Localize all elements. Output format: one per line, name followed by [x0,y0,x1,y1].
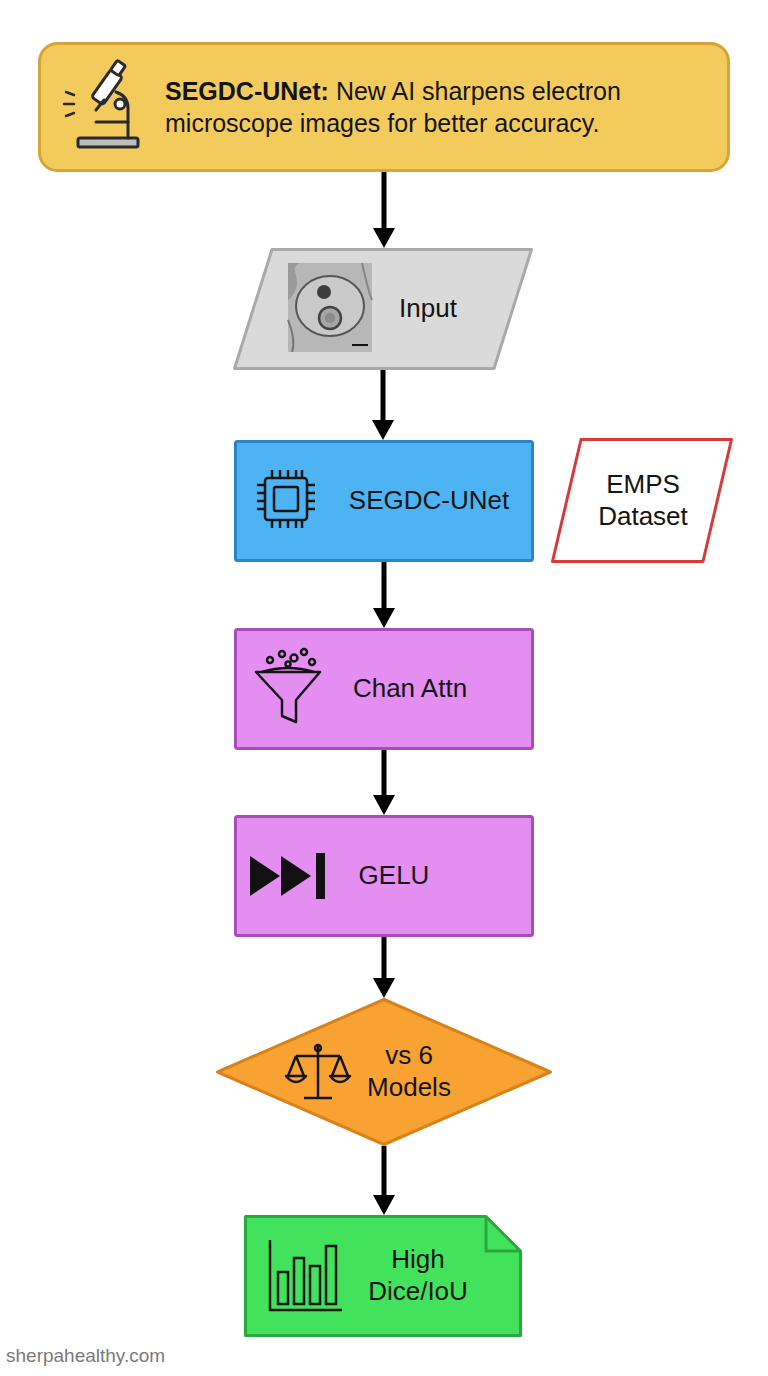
node-text-area: High Dice/IoU [354,1215,482,1337]
node-label: SEGDC-UNet: [165,77,329,105]
node-outline-path [236,630,533,749]
arrow-shaft [381,370,386,424]
node-label: vs 6 Models [367,1040,451,1102]
node-text-wrap: Input [399,293,457,325]
node-outline [233,248,533,370]
node-text-area: EMPS Dataset [573,438,713,563]
node-outline-path [553,440,732,562]
flow-arrow [373,750,395,815]
arrow-head [373,1195,395,1215]
node-label: Chan Attn [353,673,467,703]
node-text-area: Chan Attn [334,628,486,750]
node-outline-path [236,817,533,936]
arrow-shaft [382,172,387,232]
node-text-wrap: EMPS Dataset [573,469,713,532]
node-outline-path [235,250,532,369]
node-text-area: SEGDC-UNet [334,440,524,562]
node-outline-path [246,1217,521,1336]
dataset-parallelogram: EMPS Dataset [551,438,733,563]
result-document: High Dice/IoU [244,1215,522,1337]
arrow-head [373,978,395,998]
node-text-area: vs 6 Models [353,998,465,1146]
node-outline-path [218,1000,551,1145]
flow-arrow [373,937,395,998]
flow-arrow [373,562,395,628]
node-label: High Dice/IoU [368,1244,468,1306]
node-text-wrap: Chan Attn [353,673,467,705]
node-text-wrap: GELU [359,860,430,892]
node-text-wrap: SEGDC-UNet:New AI sharpens electron micr… [165,75,725,140]
node-text-area: GELU [340,815,448,937]
node-label: SEGDC-UNet [349,485,509,515]
arrow-shaft [382,750,387,799]
flow-arrow [373,172,395,248]
node-label: GELU [359,860,430,890]
node-text-wrap: vs 6 Models [353,1040,465,1103]
title-box: SEGDC-UNet:New AI sharpens electron micr… [38,42,730,172]
node-outline [38,42,730,172]
arrow-shaft [382,562,387,612]
arrow-head [373,228,395,248]
flow-arrow [373,1146,395,1215]
input-parallelogram: Input [233,248,533,370]
arrow-head [373,795,395,815]
arrow-head [372,420,394,440]
node-outline-path [40,44,729,171]
folded-corner [486,1217,521,1252]
arrow-shaft [382,937,387,982]
node-text-area: Input [378,248,478,370]
node-text-area: SEGDC-UNet:New AI sharpens electron micr… [165,42,725,172]
watermark: sherpahealthy.com [6,1345,165,1367]
process-box: SEGDC-UNet [234,440,534,562]
process-box: GELU [234,815,534,937]
process-box: Chan Attn [234,628,534,750]
node-text-wrap: SEGDC-UNet [349,485,509,517]
flow-arrow [372,370,394,440]
arrow-head [373,608,395,628]
node-outline-path [236,442,533,561]
arrow-shaft [382,1146,387,1199]
decision-diamond: vs 6 Models [216,998,552,1146]
node-text-wrap: High Dice/IoU [354,1244,482,1307]
node-label: Input [399,293,457,323]
node-label: EMPS Dataset [598,469,688,531]
